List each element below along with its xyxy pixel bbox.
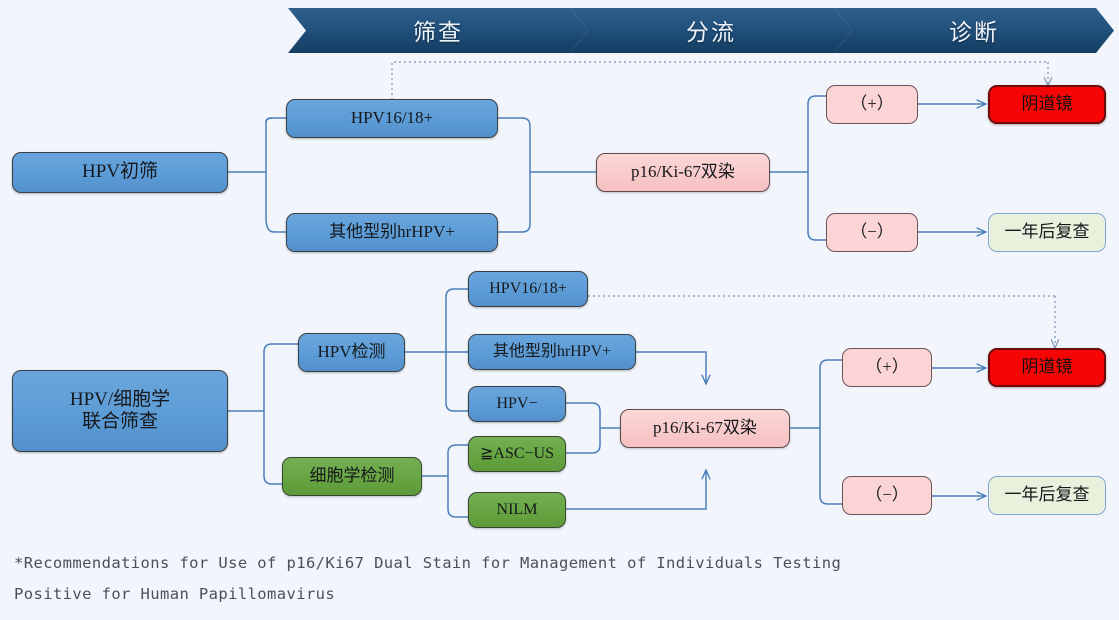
node-cotest-asc-us-or-worse[interactable]: ≧ASC−US xyxy=(468,436,566,472)
node-cotest-other-hrhpv-positive[interactable]: 其他型别hrHPV+ xyxy=(468,334,636,370)
node-cotest-p16ki67-dual-stain-label: p16/Ki-67双染 xyxy=(653,418,757,438)
node-top-p16ki67-dual-stain-label: p16/Ki-67双染 xyxy=(631,162,735,182)
banner-stage-screening: 筛查 xyxy=(288,8,588,53)
footnote-line-2: Positive for Human Papillomavirus xyxy=(14,585,336,603)
footnote-line-1: *Recommendations for Use of p16/Ki67 Dua… xyxy=(14,554,842,572)
node-cotest-root[interactable]: HPV/细胞学 联合筛查 xyxy=(12,370,228,452)
banner-stage-diagnosis: 诊断 xyxy=(834,8,1114,53)
node-top-p16ki67-dual-stain[interactable]: p16/Ki-67双染 xyxy=(596,153,770,192)
node-top-result-positive[interactable]: （+） xyxy=(826,85,918,124)
banner-stage-screening-label: 筛查 xyxy=(413,19,463,45)
stage-banner: 筛查 分流 诊断 xyxy=(288,8,1114,53)
banner-stage-diagnosis-label: 诊断 xyxy=(949,19,999,45)
node-cotest-hpv1618-positive-label: HPV16/18+ xyxy=(489,279,567,297)
node-cotest-nilm[interactable]: NILM xyxy=(468,492,566,528)
node-cotest-hpv1618-positive[interactable]: HPV16/18+ xyxy=(468,271,588,307)
node-cotest-asc-us-or-worse-label: ≧ASC−US xyxy=(479,444,554,462)
node-top-outcome-colposcopy[interactable]: 阴道镜 xyxy=(988,85,1106,124)
node-hpv-primary-screening[interactable]: HPV初筛 xyxy=(12,152,228,193)
banner-stage-triage: 分流 xyxy=(570,8,852,53)
node-cotest-outcome-recheck-one-year-label: 一年后复查 xyxy=(1004,485,1090,505)
node-top-outcome-colposcopy-label: 阴道镜 xyxy=(1021,94,1073,114)
node-cotest-outcome-recheck-one-year[interactable]: 一年后复查 xyxy=(988,476,1106,515)
node-top-outcome-recheck-one-year-label: 一年后复查 xyxy=(1004,222,1090,242)
node-cotest-result-negative-label: （−） xyxy=(865,485,909,505)
node-cotest-other-hrhpv-positive-label: 其他型别hrHPV+ xyxy=(492,342,612,360)
banner-stage-triage-label: 分流 xyxy=(686,19,736,45)
node-hpv-test-label: HPV检测 xyxy=(317,342,386,362)
node-cotest-root-label: HPV/细胞学 联合筛查 xyxy=(69,388,171,432)
node-top-result-positive-label: （+） xyxy=(850,94,894,114)
node-cotest-hpv-negative[interactable]: HPV− xyxy=(468,386,566,422)
node-hpv-primary-screening-label: HPV初筛 xyxy=(81,161,158,183)
node-cotest-result-negative[interactable]: （−） xyxy=(842,476,932,515)
node-top-result-negative[interactable]: （−） xyxy=(826,213,918,252)
node-top-other-hrhpv-positive[interactable]: 其他型别hrHPV+ xyxy=(286,213,498,252)
node-cotest-nilm-label: NILM xyxy=(496,500,538,518)
node-cotest-hpv-negative-label: HPV− xyxy=(496,394,538,412)
node-top-hpv1618-positive-label: HPV16/18+ xyxy=(350,108,434,128)
node-cotest-p16ki67-dual-stain[interactable]: p16/Ki-67双染 xyxy=(620,409,790,448)
node-cotest-outcome-colposcopy[interactable]: 阴道镜 xyxy=(988,348,1106,387)
footnote: *Recommendations for Use of p16/Ki67 Dua… xyxy=(14,548,1114,610)
node-top-hpv1618-positive[interactable]: HPV16/18+ xyxy=(286,99,498,138)
node-cotest-result-positive-label: （+） xyxy=(865,357,909,377)
node-cotest-result-positive[interactable]: （+） xyxy=(842,348,932,387)
node-top-outcome-recheck-one-year[interactable]: 一年后复查 xyxy=(988,213,1106,252)
node-cotest-outcome-colposcopy-label: 阴道镜 xyxy=(1021,357,1073,377)
node-top-result-negative-label: （−） xyxy=(850,222,894,242)
node-top-other-hrhpv-positive-label: 其他型别hrHPV+ xyxy=(329,222,455,242)
node-cytology-test-label: 细胞学检测 xyxy=(309,466,395,486)
node-cytology-test[interactable]: 细胞学检测 xyxy=(282,457,422,496)
node-hpv-test[interactable]: HPV检测 xyxy=(298,333,405,372)
